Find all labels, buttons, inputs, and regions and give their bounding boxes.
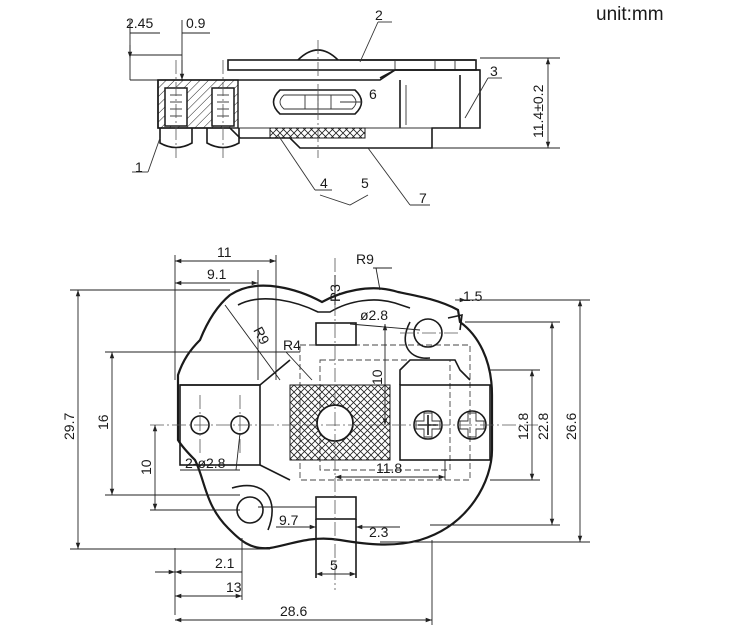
bottom-window	[315, 496, 357, 520]
dim-0-9: 0.9	[186, 15, 206, 31]
dim-29-7: 29.7	[61, 413, 77, 440]
dim-r4: R4	[283, 337, 301, 353]
dim-10-left: 10	[138, 459, 154, 475]
dim-22-8: 22.8	[535, 413, 551, 440]
dim-10-vertical: 10	[369, 369, 385, 385]
part-label-6: 6	[369, 86, 377, 102]
dim-9-7: 9.7	[279, 512, 299, 528]
top-plate	[227, 59, 477, 71]
dim-11-4: 11.4±0.2	[530, 84, 546, 138]
dim-11-8: 11.8	[376, 460, 402, 476]
slot	[272, 89, 363, 115]
dim-1-5: 1.5	[463, 288, 483, 304]
dim-r9-top: R9	[356, 251, 374, 267]
dim-16: 16	[95, 414, 111, 430]
top-window	[315, 322, 357, 346]
dim-11: 11	[217, 244, 232, 260]
contact-pad	[269, 127, 366, 139]
dim-phi-2-8: ø2.8	[360, 307, 388, 323]
unit-label: unit:mm	[596, 4, 664, 25]
part-label-4: 4	[320, 175, 328, 191]
part-label-3: 3	[490, 63, 498, 79]
top-view: 11 9.1 R9 R3 1.5 ø2.8 R9 R4 10 29.7	[61, 244, 590, 625]
dim-26-6: 26.6	[563, 413, 579, 440]
dim-2-phi-2-8: 2-ø2.8	[185, 455, 226, 471]
part-label-2: 2	[375, 7, 383, 23]
dim-2-1: 2.1	[215, 555, 235, 571]
part-label-7: 7	[419, 190, 427, 206]
bottom-left-hole	[236, 496, 264, 524]
dim-9-1: 9.1	[207, 266, 227, 282]
dim-28-6: 28.6	[280, 603, 307, 619]
side-view: 2.45 0.9	[126, 7, 560, 206]
dim-12-8: 12.8	[515, 413, 531, 440]
part-label-5: 5	[361, 175, 369, 191]
dim-r9-left: R9	[250, 324, 273, 348]
dim-13: 13	[226, 579, 242, 595]
part-label-1: 1	[135, 159, 143, 175]
dim-2-3: 2.3	[369, 524, 389, 540]
dim-5: 5	[330, 557, 338, 573]
dim-2-45: 2.45	[126, 15, 153, 31]
